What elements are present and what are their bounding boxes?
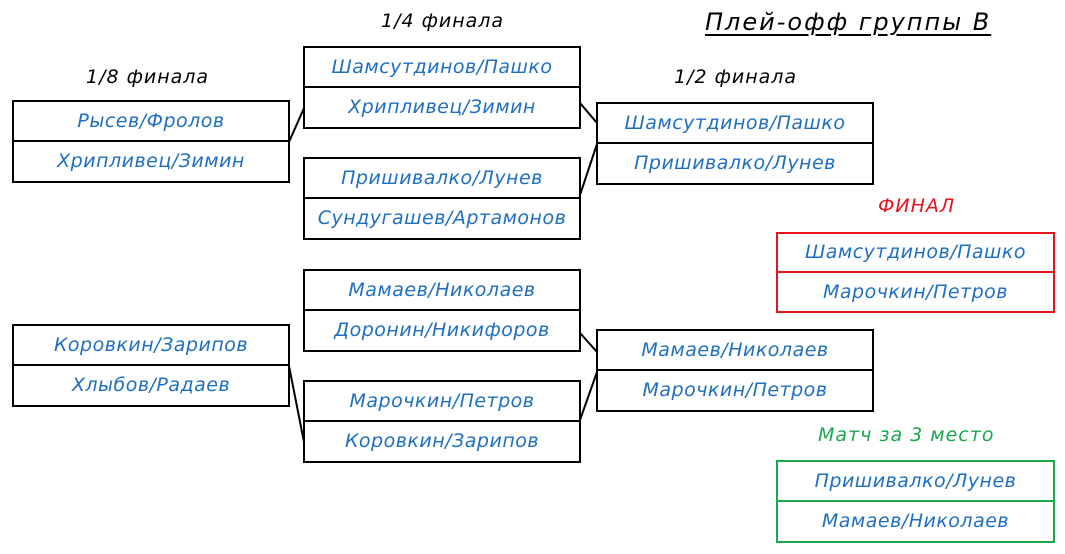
match-r16-1: Рысев/Фролов Хрипливец/Зимин	[12, 100, 290, 183]
match-qf-2: Пришивалко/Лунев Сундугашев/Артамонов	[303, 157, 581, 240]
team-name: Хлыбов/Радаев	[71, 374, 231, 397]
connector-qf-3-to-sf-2	[579, 332, 598, 353]
team-name: Шамсутдинов/Пашко	[778, 234, 1053, 273]
team-name: Пришивалко/Лунев	[634, 152, 836, 175]
team-name: Шамсутдинов/Пашко	[305, 48, 579, 88]
match-sf-2: Мамаев/Николаев Марочкин/Петров	[596, 329, 874, 412]
connector-qf-1-to-sf-1	[579, 102, 598, 124]
team-name: Пришивалко/Лунев	[778, 462, 1053, 502]
match-third-place: Пришивалко/Лунев Мамаев/Николаев	[776, 460, 1055, 543]
match-final: Шамсутдинов/Пашко Марочкин/Петров	[776, 232, 1055, 313]
connector-qf-4-to-sf-2	[579, 371, 598, 421]
team-name: Хрипливец/Зимин	[57, 150, 245, 173]
team-name: Сундугашев/Артамонов	[317, 207, 567, 230]
team-name: Коровкин/Зарипов	[344, 430, 540, 453]
team-name: Марочкин/Петров	[642, 379, 828, 402]
match-qf-1: Шамсутдинов/Пашко Хрипливец/Зимин	[303, 46, 581, 129]
round-label-third-place: Матч за 3 место	[818, 424, 995, 446]
team-name: Мамаев/Николаев	[821, 510, 1010, 533]
match-qf-3: Мамаев/Николаев Доронин/Никифоров	[303, 269, 581, 352]
team-name: Марочкин/Петров	[822, 280, 1009, 303]
connector-qf-2-to-sf-1	[579, 143, 598, 196]
round-label-final: ФИНАЛ	[878, 195, 956, 217]
team-name: Шамсутдинов/Пашко	[598, 104, 872, 144]
round-label-r16: 1/8 финала	[86, 66, 210, 88]
connector-r16-2-to-qf-4	[288, 365, 305, 443]
team-name: Мамаев/Николаев	[305, 271, 579, 311]
page-title: Плей-офф группы В	[705, 8, 992, 36]
team-name: Пришивалко/Лунев	[305, 159, 579, 199]
team-name: Рысев/Фролов	[14, 102, 288, 142]
team-name: Марочкин/Петров	[305, 382, 579, 422]
round-label-sf: 1/2 финала	[674, 66, 798, 88]
match-qf-4: Марочкин/Петров Коровкин/Зарипов	[303, 380, 581, 463]
match-sf-1: Шамсутдинов/Пашко Пришивалко/Лунев	[596, 102, 874, 185]
round-label-qf: 1/4 финала	[381, 10, 505, 32]
team-name: Коровкин/Зарипов	[14, 326, 288, 366]
team-name: Мамаев/Николаев	[598, 331, 872, 371]
connector-r16-1-to-qf-1	[288, 107, 305, 143]
match-r16-2: Коровкин/Зарипов Хлыбов/Радаев	[12, 324, 290, 407]
team-name: Доронин/Никифоров	[334, 319, 550, 342]
team-name: Хрипливец/Зимин	[348, 96, 536, 119]
